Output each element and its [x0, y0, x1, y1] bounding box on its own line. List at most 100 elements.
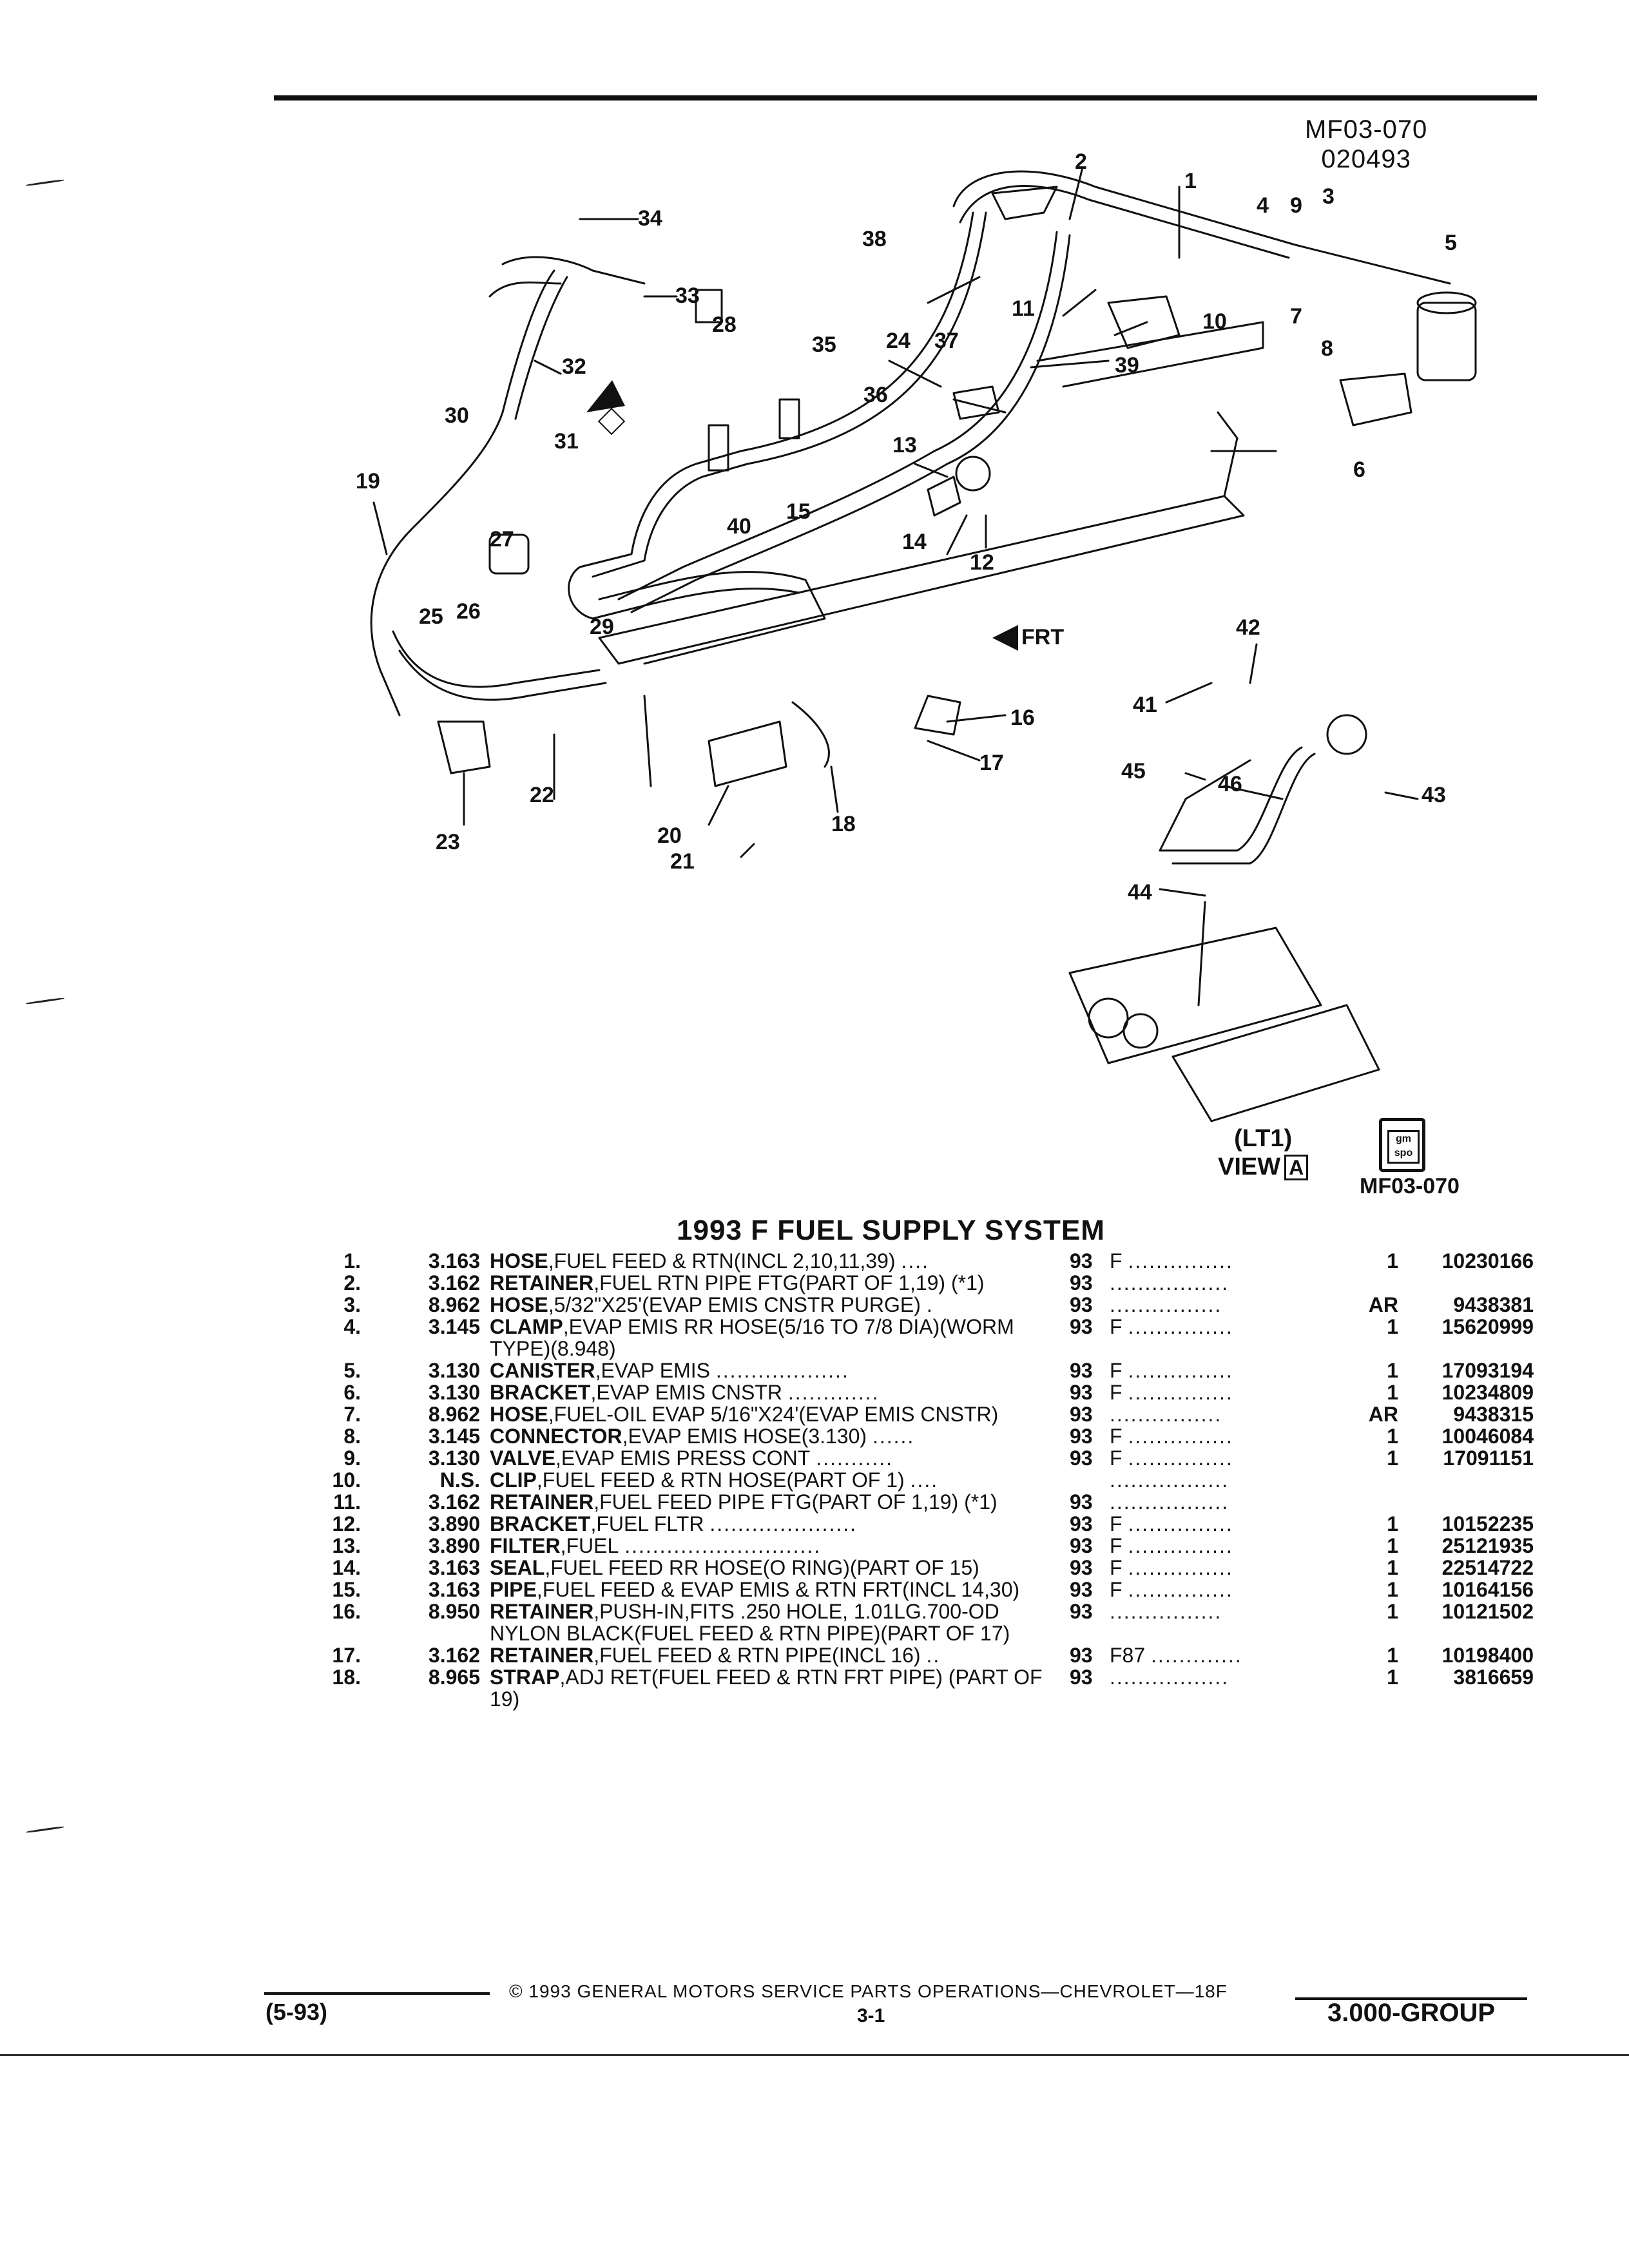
callout-29: 29 [590, 615, 614, 639]
leader-dots: ................ [1110, 1403, 1222, 1426]
group-number: 3.162 [428, 1490, 480, 1514]
fuel-line [568, 211, 974, 620]
vacuum-line [1171, 753, 1316, 865]
part-description: STRAP,ADJ RET(FUEL FEED & RTN FRT PIPE) … [490, 1666, 1083, 1710]
vacuum-line [1159, 746, 1303, 852]
fuel-filter [955, 456, 991, 492]
callout-40: 40 [727, 514, 751, 539]
group-number: 3.890 [428, 1512, 480, 1535]
group-number: 3.145 [428, 1315, 480, 1338]
model-year: 93 [1070, 1425, 1093, 1448]
table-title: 1993 F FUEL SUPPLY SYSTEM [677, 1215, 1105, 1246]
series-code: F [1110, 1446, 1123, 1470]
part-detail: ,EVAP EMIS PRESS CONT [555, 1446, 811, 1470]
callout-23: 23 [436, 830, 460, 854]
model-year: 93 [1070, 1578, 1093, 1601]
part-detail: ,EVAP EMIS CNSTR [590, 1381, 782, 1404]
part-number: 10230166 [1441, 1249, 1534, 1273]
fuel-hose [959, 185, 1290, 259]
leader-dots: ................... [715, 1359, 849, 1382]
series: ................. [1110, 1469, 1367, 1491]
part-description: CONNECTOR,EVAP EMIS HOSE(3.130) ...... [490, 1425, 1083, 1447]
part-name: VALVE [490, 1446, 555, 1470]
series: F ............... [1110, 1316, 1367, 1338]
leader-dots: ........... [816, 1446, 893, 1470]
fitting [695, 289, 723, 323]
series: F87 ............. [1110, 1644, 1367, 1666]
leader-dots: ................ [1110, 1293, 1222, 1316]
quantity: 1 [1387, 1446, 1398, 1470]
leader-dots: ............... [1128, 1578, 1233, 1601]
figure-id: MF03-070 [1360, 1174, 1460, 1198]
model-year: 93 [1070, 1315, 1093, 1338]
part-name: CLAMP [490, 1315, 563, 1338]
callout-37: 37 [934, 329, 959, 353]
quantity: 1 [1387, 1381, 1398, 1404]
bracket [708, 720, 787, 787]
part-name: SEAL [490, 1556, 545, 1579]
leader-dots: .. [926, 1644, 941, 1667]
callout-39: 39 [1115, 353, 1139, 378]
callout-19: 19 [356, 469, 380, 494]
series-code: F [1110, 1249, 1123, 1273]
callout-14: 14 [902, 530, 927, 554]
callout-26: 26 [456, 599, 481, 624]
series: F ............... [1110, 1513, 1367, 1535]
leader-dots: ................ [1110, 1600, 1222, 1623]
callout-2: 2 [1075, 149, 1087, 174]
leader-dots: ................. [1110, 1490, 1229, 1514]
drawing-date: 020493 [1321, 145, 1411, 173]
group-number: 3.145 [428, 1425, 480, 1448]
series: ................ [1110, 1600, 1367, 1622]
footer-group: 3.000-GROUP [1327, 1999, 1496, 2027]
series: F ............... [1110, 1557, 1367, 1579]
part-description: CLAMP,EVAP EMIS RR HOSE(5/16 TO 7/8 DIA)… [490, 1316, 1083, 1360]
series: ................. [1110, 1272, 1367, 1294]
fuel-system-diagram: FRT 1 2 3 4 5 6 7 8 9 10 11 12 13 14 15 … [356, 149, 1477, 1122]
part-detail: ,EVAP EMIS RR HOSE(5/16 TO 7/8 DIA)(WORM… [490, 1315, 1014, 1360]
part-name: HOSE [490, 1249, 548, 1273]
fuel-line [598, 571, 826, 665]
callout-33: 33 [675, 284, 700, 308]
part-number: 10234809 [1441, 1381, 1534, 1404]
part-name: RETAINER [490, 1271, 594, 1294]
group-number: N.S. [439, 1468, 480, 1492]
part-number: 10164156 [1441, 1578, 1534, 1601]
group-number: 3.890 [428, 1534, 480, 1557]
model-year: 93 [1070, 1512, 1093, 1535]
leader-dots: ................. [1110, 1468, 1229, 1492]
callout-44: 44 [1128, 880, 1152, 905]
part-description: HOSE,5/32"X25'(EVAP EMIS CNSTR PURGE) . [490, 1294, 1083, 1316]
front-hose [501, 256, 646, 285]
leader-dots: ............... [1128, 1534, 1233, 1557]
series: F ............... [1110, 1360, 1367, 1381]
sensor [488, 533, 530, 575]
series-code: F [1110, 1512, 1123, 1535]
leader-dots: ............... [1128, 1381, 1233, 1404]
footer-page-number: 3-1 [857, 2005, 885, 2026]
gm-spo-logo-text: gm spo [1387, 1130, 1420, 1164]
leader-dots: ............... [1128, 1359, 1233, 1382]
canister-bracket [1339, 372, 1412, 427]
callout-46: 46 [1218, 772, 1242, 796]
part-description: HOSE,FUEL-OIL EVAP 5/16"X24'(EVAP EMIS C… [490, 1403, 1083, 1425]
series: F ............... [1110, 1579, 1367, 1600]
callout-21: 21 [670, 849, 695, 874]
callout-13: 13 [892, 433, 917, 457]
fuel-line [592, 211, 987, 578]
part-description: SEAL,FUEL FEED RR HOSE(O RING)(PART OF 1… [490, 1557, 1083, 1579]
callout-4: 4 [1257, 193, 1269, 218]
fuel-line [630, 234, 1071, 613]
series: F ............... [1110, 1535, 1367, 1557]
item-number: 17. [332, 1644, 361, 1667]
callout-8: 8 [1321, 336, 1333, 361]
callout-35: 35 [812, 332, 836, 357]
model-year: 93 [1070, 1556, 1093, 1579]
